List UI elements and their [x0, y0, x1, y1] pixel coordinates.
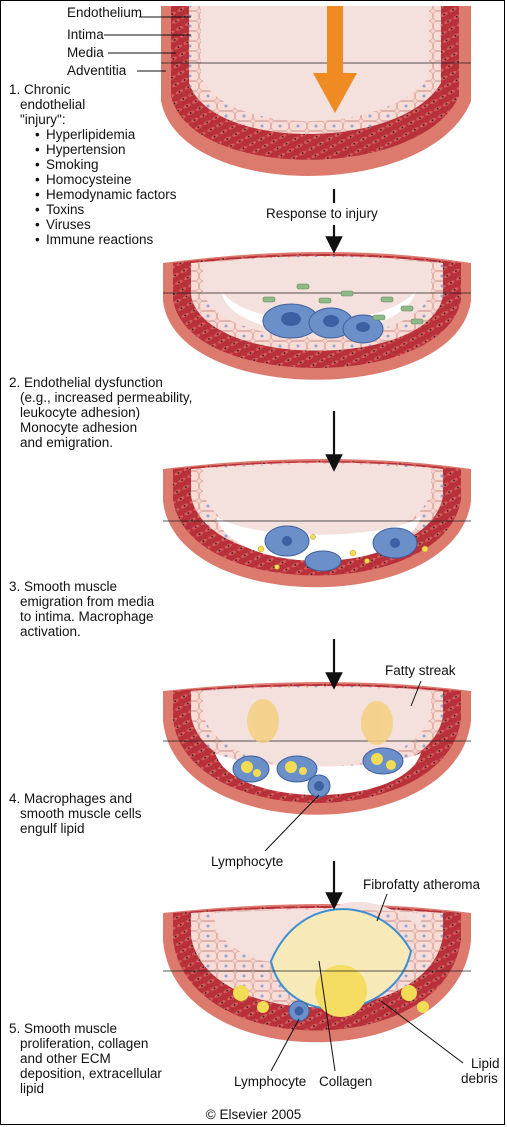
- risk-factor-item: Viruses: [35, 217, 177, 232]
- fibrofatty-atheroma-label: Fibrofatty atheroma: [363, 877, 480, 892]
- risk-factor-item: Smoking: [35, 157, 177, 172]
- risk-factor-item: Hypertension: [35, 142, 177, 157]
- lymphocyte-label-5: Lymphocyte: [234, 1074, 306, 1089]
- risk-factor-item: Immune reactions: [35, 232, 177, 247]
- step-2-text: 2. Endothelial dysfunction (e.g., increa…: [9, 375, 192, 450]
- vessel-panel-1: [161, 6, 471, 176]
- label-adventitia: Adventitia: [67, 63, 126, 78]
- lymphocyte-icon: [308, 775, 330, 797]
- lymphocyte-icon-5: [289, 1001, 309, 1021]
- copyright-notice: © Elsevier 2005: [1, 1107, 505, 1122]
- collagen-label: Collagen: [319, 1074, 372, 1089]
- fatty-streak-label: Fatty streak: [385, 663, 456, 678]
- lipid-debris-label-2: debris: [461, 1071, 498, 1086]
- risk-factor-item: Hyperlipidemia: [35, 127, 177, 142]
- step-1-text: 1. Chronic endothelial "injury":: [9, 82, 85, 127]
- label-intima: Intima: [67, 27, 104, 42]
- lipid-debris-label-1: Lipid: [471, 1056, 500, 1071]
- label-endothelium: Endothelium: [67, 5, 142, 20]
- response-to-injury-label: Response to injury: [266, 206, 378, 221]
- vessel-panel-2: [163, 252, 471, 402]
- vessel-panel-5: [163, 894, 471, 1071]
- risk-factor-item: Hemodynamic factors: [35, 187, 177, 202]
- label-media: Media: [67, 45, 104, 60]
- step-4-text: 4. Macrophages and smooth muscle cells e…: [9, 791, 142, 836]
- step-5-text: 5. Smooth muscle proliferation, collagen…: [9, 1021, 162, 1096]
- vessel-panel-3: [163, 459, 471, 587]
- risk-factor-list: Hyperlipidemia Hypertension Smoking Homo…: [35, 127, 177, 247]
- lymphocyte-label-4: Lymphocyte: [211, 854, 283, 869]
- step-3-text: 3. Smooth muscle emigration from media t…: [9, 579, 154, 639]
- risk-factor-item: Homocysteine: [35, 172, 177, 187]
- risk-factor-item: Toxins: [35, 202, 177, 217]
- vessel-panel-4: [163, 681, 471, 851]
